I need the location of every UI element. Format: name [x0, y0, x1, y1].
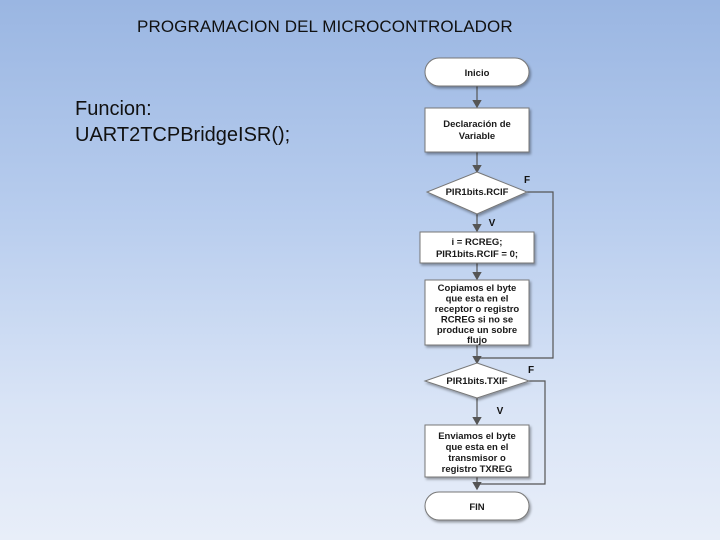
copy-line-6: flujo	[467, 335, 487, 346]
start-label: Inicio	[465, 68, 490, 79]
copy-line-4: RCREG si no se	[441, 315, 513, 326]
copy-line-3: receptor o registro	[435, 304, 520, 315]
function-label: Funcion:	[75, 98, 152, 120]
send-byte-box	[424, 424, 530, 478]
assignment-line-2: PIR1bits.RCIF = 0;	[436, 249, 518, 260]
declaration-line-2: Variable	[459, 131, 495, 142]
function-description: Funcion: UART2TCPBridgeISR();	[75, 96, 290, 148]
decision-txif-true-label: V	[497, 406, 504, 417]
declaration-line-1: Declaración de	[443, 119, 511, 130]
decision-rcif-label: PIR1bits.RCIF	[446, 187, 509, 198]
start-terminator	[424, 57, 530, 87]
decision-rcif-true-label: V	[489, 218, 496, 229]
flow-connectors	[472, 86, 554, 491]
slide-title: PROGRAMACION DEL MICROCONTROLADOR	[137, 17, 513, 36]
end-label: FIN	[469, 502, 484, 513]
copy-line-5: produce un sobre	[437, 325, 517, 336]
send-line-1: Enviamos el byte	[438, 431, 516, 442]
send-line-4: registro TXREG	[442, 464, 513, 475]
decision-txif-false-label: F	[528, 365, 534, 376]
decision-txif-label: PIR1bits.TXIF	[446, 376, 507, 387]
copy-byte-box	[424, 279, 530, 346]
send-line-2: que esta en el	[446, 442, 509, 453]
function-name: UART2TCPBridgeISR();	[75, 124, 291, 146]
assignment-box	[419, 231, 535, 264]
decision-rcif-false-label: F	[524, 175, 530, 186]
copy-line-1: Copiamos el byte	[438, 283, 517, 294]
copy-line-2: que esta en el	[446, 294, 509, 305]
decision-rcif	[425, 171, 529, 215]
send-line-3: transmisor o	[448, 453, 506, 464]
assignment-line-1: i = RCREG;	[452, 237, 503, 248]
decision-txif	[423, 362, 531, 399]
end-terminator	[424, 491, 530, 521]
declaration-box	[424, 107, 530, 153]
